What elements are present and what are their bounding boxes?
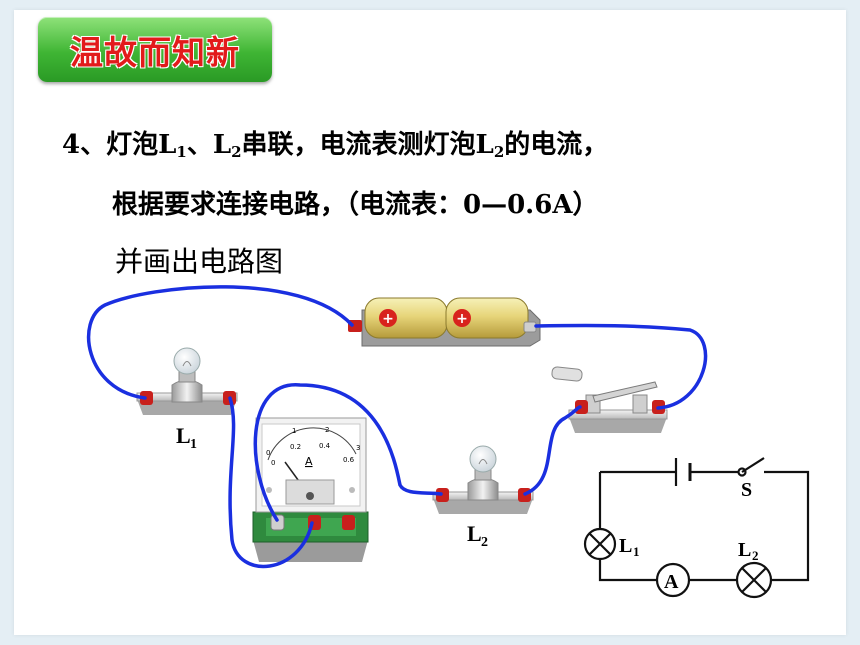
svg-text:0: 0 bbox=[266, 449, 270, 457]
circuit-schematic bbox=[583, 457, 810, 599]
schematic-switch-label: S bbox=[741, 479, 752, 501]
lamp-l1-subscript: 1 bbox=[190, 437, 197, 452]
svg-text:0: 0 bbox=[271, 459, 275, 467]
svg-text:3: 3 bbox=[356, 444, 360, 452]
badge-title: 温故而知新 bbox=[70, 32, 240, 72]
ammeter-terminal-3[interactable] bbox=[342, 515, 355, 530]
svg-text:+: + bbox=[456, 311, 468, 327]
wire-lamp2-switch bbox=[523, 405, 582, 496]
section-badge: 温故而知新 bbox=[38, 17, 272, 82]
battery-plus-icon bbox=[379, 309, 397, 327]
svg-text:+: + bbox=[382, 311, 394, 327]
lamp-l2-subscript: 2 bbox=[481, 535, 488, 550]
svg-text:0.6: 0.6 bbox=[343, 456, 355, 464]
schematic-lamp1-subscript: 1 bbox=[633, 544, 640, 559]
schematic-lamp2-label: L bbox=[738, 539, 751, 561]
lamp-l2[interactable] bbox=[432, 445, 534, 514]
svg-text:0.4: 0.4 bbox=[319, 442, 331, 450]
switch-blade-icon bbox=[741, 457, 765, 473]
wire-ammeter-lamp2 bbox=[253, 383, 443, 522]
wire-switch-battery bbox=[534, 323, 708, 410]
lamp-l2-label: L bbox=[467, 521, 482, 546]
svg-text:1: 1 bbox=[292, 427, 296, 435]
ammeter-terminal-negative[interactable] bbox=[270, 514, 285, 531]
battery-terminal-right[interactable] bbox=[523, 321, 537, 333]
wire-lamp1-ammeter bbox=[228, 396, 314, 569]
lamp-l1[interactable] bbox=[136, 347, 238, 415]
ammeter-symbol-icon bbox=[655, 562, 691, 598]
schematic-ammeter-label: A bbox=[664, 571, 679, 593]
lamp-l2-terminal-left[interactable] bbox=[436, 488, 449, 502]
wire-battery-lamp1 bbox=[86, 285, 354, 400]
svg-text:2: 2 bbox=[325, 426, 329, 434]
ammeter-scale: 0 1 2 3 0 0.2 0.4 0.6 bbox=[266, 426, 360, 467]
battery-plus-icon bbox=[453, 309, 471, 327]
schematic-lamp2-subscript: 2 bbox=[752, 548, 759, 563]
svg-text:0.2: 0.2 bbox=[290, 443, 301, 451]
question-line-1: 4、灯泡L1、L2串联，电流表测灯泡L2的电流， bbox=[62, 130, 609, 161]
knife-switch[interactable] bbox=[551, 366, 668, 433]
question-line-2: 根据要求连接电路，（电流表：0—0.6A） bbox=[112, 190, 599, 220]
battery-pack[interactable]: + + bbox=[348, 297, 541, 347]
wires[interactable] bbox=[86, 285, 708, 569]
ammeter[interactable]: 0 1 2 3 0 0.2 0.4 0.6 A bbox=[252, 417, 369, 562]
question-line-3: 并画出电路图 bbox=[115, 245, 284, 278]
schematic-lamp1-label: L bbox=[619, 535, 632, 557]
lamp-l1-label: L bbox=[176, 423, 191, 448]
ammeter-unit: A bbox=[305, 455, 313, 468]
